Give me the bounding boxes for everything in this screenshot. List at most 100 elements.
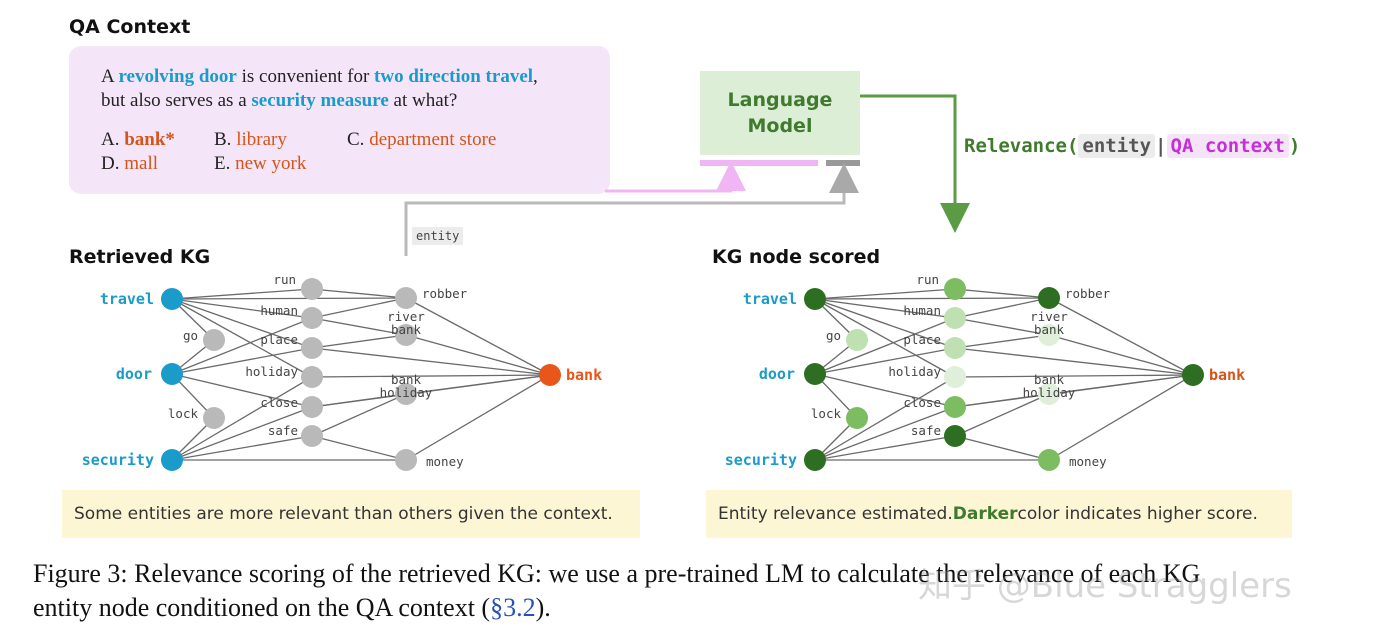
kg-node-holiday xyxy=(944,366,966,388)
kg-node-label-bank-holiday: holiday xyxy=(380,385,433,400)
kg-node-money xyxy=(1038,449,1060,471)
kg-edge-robber-bank xyxy=(1048,297,1194,376)
kg-edge-place-river_bank xyxy=(311,334,407,349)
language-model-line-2: Model xyxy=(747,115,813,137)
kg-node-security xyxy=(804,449,826,471)
option-e: E. new york xyxy=(214,153,307,174)
kg-node-run xyxy=(301,278,323,300)
kg-node-label-safe: safe xyxy=(268,423,298,438)
kg-edge-travel-place xyxy=(814,298,956,349)
kg-node-label-holiday: holiday xyxy=(245,364,298,379)
kg-node-label-robber: robber xyxy=(422,286,468,301)
kg-edge-place-river_bank xyxy=(954,334,1050,349)
kg-edge-security-safe xyxy=(171,435,313,461)
kg-node-label-go: go xyxy=(826,328,841,343)
kg-edge-security-close xyxy=(814,406,956,461)
option-c: C. department store xyxy=(347,129,497,150)
kg-node-lock xyxy=(203,407,225,429)
kg-node-label-security: security xyxy=(725,451,797,469)
kg-node-label-bank: bank xyxy=(566,366,602,384)
kg-node-close xyxy=(301,396,323,418)
kg-edges xyxy=(171,288,551,461)
kg-node-human xyxy=(944,307,966,329)
kg-node-river-bank xyxy=(1038,324,1060,346)
kg-edge-human-river_bank xyxy=(311,317,407,336)
kg-node-go xyxy=(203,329,225,351)
kg-edge-door-place xyxy=(171,347,313,375)
kg-node-security xyxy=(161,449,183,471)
kg-node-bank xyxy=(1182,364,1204,386)
kg-edge-door-close xyxy=(171,373,313,408)
kg-edge-place-bank xyxy=(311,347,551,376)
kg-node-place xyxy=(944,337,966,359)
kg-edge-human-river_bank xyxy=(954,317,1050,336)
qa-context-box xyxy=(69,46,610,194)
kg-edge-safe-money xyxy=(311,435,407,461)
kg-edge-run-robber xyxy=(311,288,407,299)
option-a: A. bank* xyxy=(101,129,175,150)
kg-edge-travel-human xyxy=(814,298,956,319)
kg-node-label-close: close xyxy=(903,395,941,410)
kg-node-travel xyxy=(804,288,826,310)
kg-node-label-river-bank: river xyxy=(1030,309,1068,324)
kg-node-money xyxy=(395,449,417,471)
kg-edge-door-human xyxy=(171,317,313,375)
kg-edge-robber-bank xyxy=(405,297,551,376)
kg-edge-money-bank xyxy=(1048,374,1194,461)
option-b: B. library xyxy=(214,129,287,150)
kg-edge-place-bank xyxy=(954,347,1194,376)
kg-node-robber xyxy=(395,287,417,309)
watermark: 知乎 @Blue Stragglers xyxy=(918,566,1292,606)
kg-edge-close-bank xyxy=(311,374,551,408)
kg-edge-door-place xyxy=(814,347,956,375)
kg-edges xyxy=(814,288,1194,461)
kg-node-door xyxy=(161,363,183,385)
kg-edge-travel-holiday xyxy=(814,298,956,378)
kg-node-lock xyxy=(846,407,868,429)
kg-edge-travel-place xyxy=(171,298,313,349)
kg-node-label-river-bank: bank xyxy=(391,322,422,337)
kg-edge-river_bank-bank xyxy=(1048,334,1194,376)
retrieved-kg-caption: Some entities are more relevant than oth… xyxy=(62,490,640,538)
kg-node-label-door: door xyxy=(116,365,152,383)
kg-node-bank xyxy=(539,364,561,386)
kg-node-label-door: door xyxy=(759,365,795,383)
kg-edge-travel-robber xyxy=(171,297,407,300)
relevance-arrow xyxy=(860,94,970,233)
kg-edge-human-robber xyxy=(954,297,1050,319)
kg-edge-security-safe xyxy=(814,435,956,461)
entity-security-measure: security measure xyxy=(251,90,389,111)
kg-node-label-travel: travel xyxy=(100,290,154,308)
question-line-1: A revolving door is convenient for two d… xyxy=(101,66,538,87)
kg-node-label-money: money xyxy=(426,454,464,469)
kg-node-bank-holiday xyxy=(1038,383,1060,405)
kg-edge-river_bank-bank xyxy=(405,334,551,376)
scored-kg-caption: Entity relevance estimated. Darker color… xyxy=(706,490,1292,538)
kg-edge-human-robber xyxy=(311,297,407,319)
question-line-2: but also serves as a security measure at… xyxy=(101,90,458,111)
kg-node-label-run: run xyxy=(916,272,939,287)
kg-edge-travel-robber xyxy=(814,297,1050,300)
kg-node-label-lock: lock xyxy=(168,406,199,421)
kg-node-label-place: place xyxy=(903,332,941,347)
qa-input-bar xyxy=(700,160,818,166)
section-ref-link: §3.2 xyxy=(490,593,536,622)
kg-node-label-lock: lock xyxy=(811,406,842,421)
kg-edge-door-human xyxy=(814,317,956,375)
kg-node-run xyxy=(944,278,966,300)
kg-edge-close-bank xyxy=(954,374,1194,408)
scored-kg-graph: traveldoorsecuritygolockrunhumanplacehol… xyxy=(725,272,1245,471)
kg-edge-safe-bank_holiday xyxy=(311,393,407,437)
kg-node-river-bank xyxy=(395,324,417,346)
kg-node-label-bank: bank xyxy=(1209,366,1245,384)
kg-edge-holiday-bank xyxy=(311,374,551,378)
kg-node-safe xyxy=(944,425,966,447)
kg-edge-holiday-bank xyxy=(954,374,1194,378)
language-model-line-1: Language xyxy=(727,89,833,111)
kg-node-holiday xyxy=(301,366,323,388)
kg-node-place xyxy=(301,337,323,359)
kg-node-safe xyxy=(301,425,323,447)
option-d: D. mall xyxy=(101,153,159,174)
kg-edge-travel-run xyxy=(171,288,313,300)
